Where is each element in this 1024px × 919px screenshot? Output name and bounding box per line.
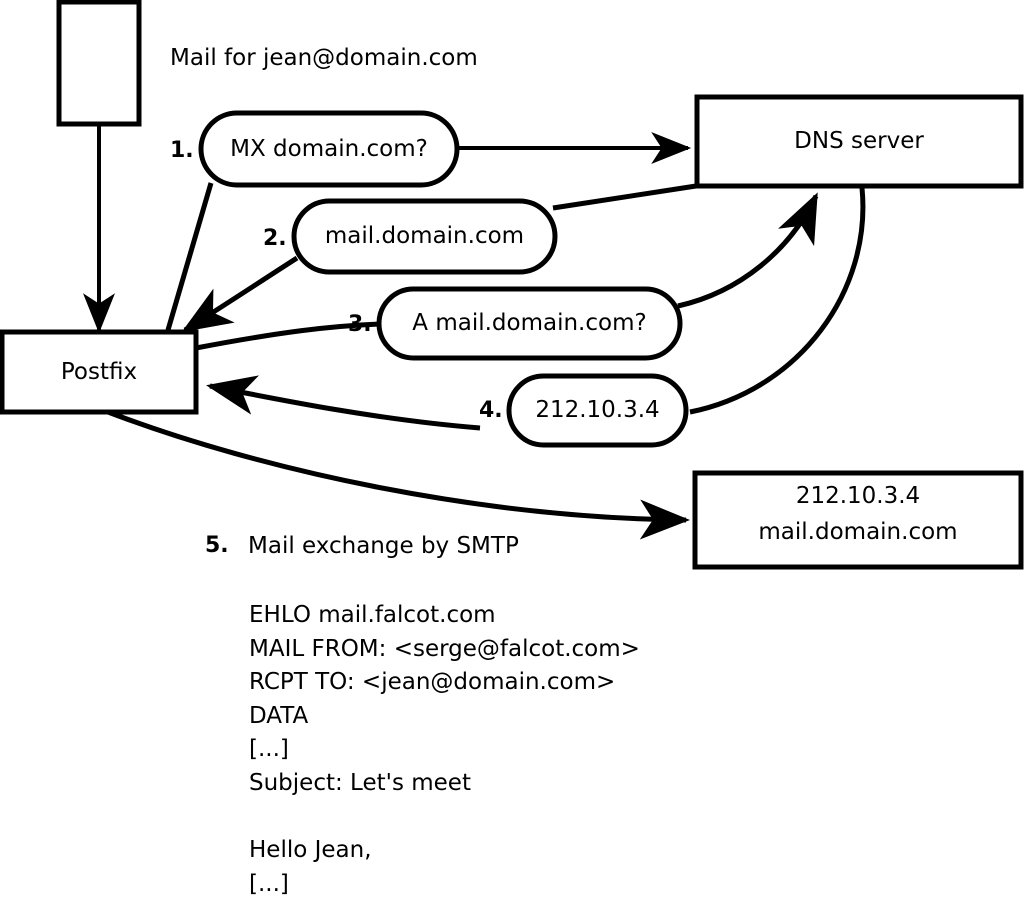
edge-dns-to-step2 xyxy=(552,183,697,211)
edge-step2-to-postfix xyxy=(181,255,299,333)
step-4-bubble xyxy=(506,373,689,448)
dns-server-box xyxy=(694,94,1024,189)
edge-step4-to-postfix xyxy=(206,375,481,431)
smtp-transcript-line: RCPT TO: <jean@domain.com> xyxy=(249,669,616,696)
mail-server-host-label: mail.domain.com xyxy=(758,519,958,545)
step-2-bubble xyxy=(291,198,558,275)
postfix-box xyxy=(0,329,199,415)
step-3-number: 3. xyxy=(348,312,372,337)
edge-postfix-to-step3 xyxy=(195,321,381,351)
postfix-label: Postfix xyxy=(60,359,138,385)
step-4-text: 212.10.3.4 xyxy=(535,397,660,423)
smtp-transcript-line xyxy=(249,804,256,830)
step-5-number: 5. xyxy=(205,533,229,558)
smtp-transcript-line: . xyxy=(249,904,257,919)
step-1-number: 1. xyxy=(170,138,194,163)
smtp-transcript-line: MAIL FROM: <serge@falcot.com> xyxy=(249,635,640,662)
smtp-transcript-line: [...] xyxy=(249,870,289,897)
smtp-transcript-line: Subject: Let's meet xyxy=(249,770,471,796)
mail-server-ip-label: 212.10.3.4 xyxy=(795,483,921,509)
step-3-bubble xyxy=(376,286,683,361)
step-5-title: Mail exchange by SMTP xyxy=(248,533,519,559)
step-1-text: MX domain.com? xyxy=(230,136,428,162)
edge-postfix-to-mailserver xyxy=(107,409,690,540)
step-2-number: 2. xyxy=(263,226,287,251)
dns-server-label: DNS server xyxy=(794,128,924,154)
step-1-bubble xyxy=(198,110,460,188)
step-3-text: A mail.domain.com? xyxy=(412,310,647,336)
smtp-transcript-line: [...] xyxy=(249,736,289,763)
sender-host-box xyxy=(56,0,142,127)
page-title: Mail for jean@domain.com xyxy=(170,45,478,71)
edge-step1-tail-to-postfix xyxy=(165,182,214,331)
mail-server-box xyxy=(692,470,1024,570)
step-2-text: mail.domain.com xyxy=(324,223,525,249)
edge-dns-to-step4 xyxy=(689,187,866,415)
smtp-transcript-line: EHLO mail.falcot.com xyxy=(249,602,496,628)
edge-step3-to-dns xyxy=(677,192,819,309)
smtp-transcript-line: Hello Jean, xyxy=(249,837,372,864)
smtp-transcript-line: DATA xyxy=(249,702,309,729)
step-4-number: 4. xyxy=(479,398,503,423)
